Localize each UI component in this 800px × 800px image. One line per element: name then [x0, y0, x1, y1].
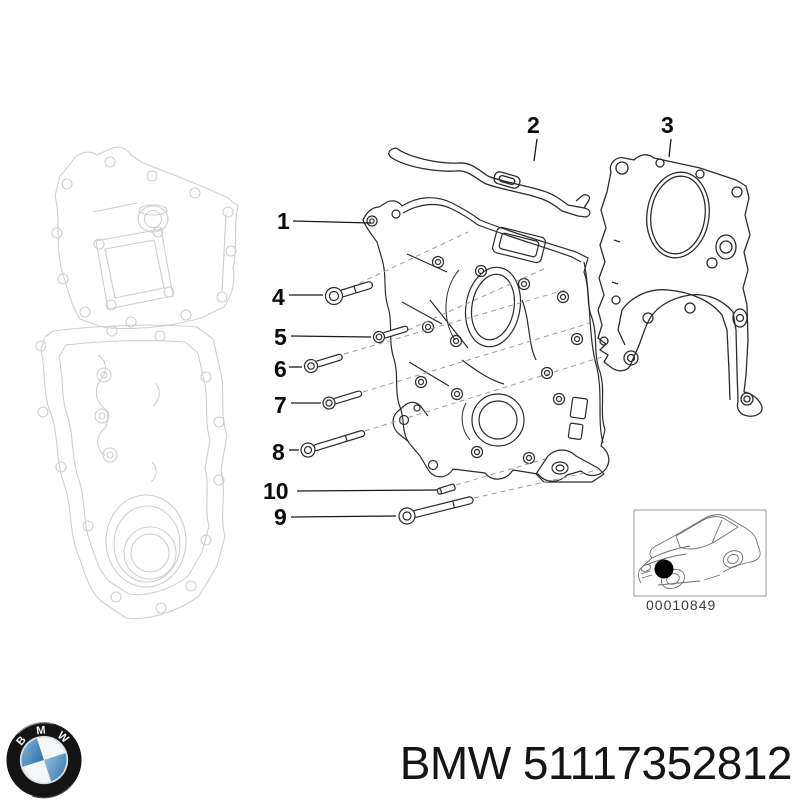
bolt-5 [372, 325, 409, 344]
callout-8: 8 [272, 439, 285, 465]
bolt-8 [300, 430, 366, 458]
timing-case-part-1 [362, 197, 610, 483]
dashed-alignment-lines [342, 231, 603, 499]
left-cover-top-drawing [51, 146, 239, 330]
left-cover-bottom-drawing [35, 324, 228, 620]
dowel-pin-10 [436, 483, 456, 495]
thumbnail-frame [633, 509, 767, 597]
callout-4: 4 [272, 284, 285, 310]
callout-6: 6 [274, 356, 287, 382]
callout-7: 7 [274, 392, 287, 418]
car-thumbnail [633, 509, 767, 597]
callout-5: 5 [274, 324, 287, 350]
callout-3: 3 [661, 112, 674, 138]
bolt-9 [398, 496, 474, 525]
bolt-4 [324, 281, 374, 306]
car-hood-dot [654, 559, 674, 579]
callout-2: 2 [527, 112, 540, 138]
callout-10: 10 [263, 478, 289, 504]
bolt-7 [322, 390, 363, 410]
gasket-plate-part-3 [597, 154, 763, 417]
callout-leader-lines [289, 138, 672, 518]
bolts-group [300, 281, 474, 525]
callout-1: 1 [277, 208, 290, 234]
logo-letter-m: M [36, 724, 47, 737]
thumbnail-code: 00010849 [646, 597, 717, 613]
part-number-title: BMW 51117352812 [399, 737, 793, 789]
bmw-quadrants [21, 737, 67, 783]
gasket-strip-part-2 [388, 147, 591, 218]
callout-9: 9 [274, 504, 287, 530]
bmw-roundel-logo: B M W [6, 721, 82, 799]
bolt-6 [303, 353, 343, 374]
